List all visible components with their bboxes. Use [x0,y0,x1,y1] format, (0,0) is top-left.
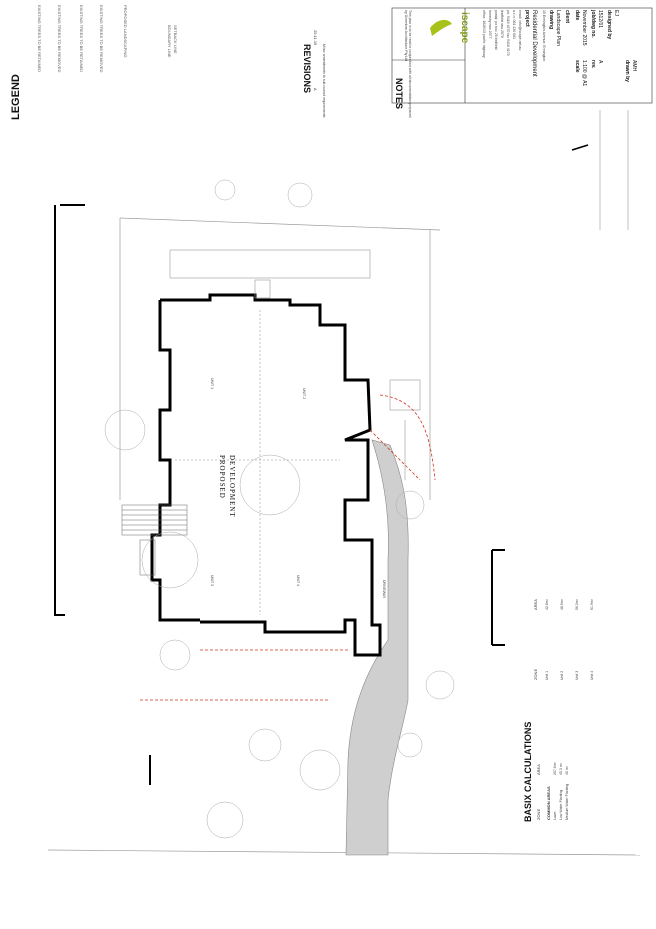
basix-area: 45.3 m² [559,763,563,775]
drawing-label: drawing [548,10,554,30]
job-value: 1512/01 [597,10,603,29]
basix-zone: Unit 1 [545,670,549,680]
site-boundary [47,217,641,856]
date-value: November 2015 [581,10,587,46]
scale-value: 1:100 @ A1 [581,60,587,87]
legend-title: LEGEND [10,74,22,120]
date-label: date [574,10,580,21]
office-line: ph: 9416 4270 fax 9416 4170 [506,10,510,56]
designed-value: EJ [613,10,619,16]
basix-title: BASIX CALCULATIONS [523,721,533,822]
office-line: office: 1626/13 pacific highway [482,10,486,58]
revision-letter: A [313,88,318,91]
basix-area: 61.9m² [590,599,594,610]
basix-area: 42.8m² [545,599,549,610]
paving-stairs [121,504,188,576]
legend-item: SETBACK LINE [173,25,178,54]
unit-label: UNIT 2 [302,388,306,400]
office-line: lindfield nsw 2070 [500,10,504,38]
legend-item: EXISTING TREES TO BE RETAINED [37,5,42,73]
driveway-label: DRIVEWAY [382,580,386,599]
iscape-logo-icon [430,19,452,36]
drawn-value: AMH [631,60,637,72]
basix-zone: Low Water Planting [559,789,563,820]
basix-zone: Lawn [553,811,557,820]
revision-date: 25.11.15 [313,30,318,46]
office-line: email: info@iscape.net.au [518,10,522,51]
legend-item: BOUNDARY LINE [167,25,172,58]
basix-common-title: COMMON AREAS [546,786,551,820]
client-label: client [564,10,570,24]
basix-col-area: AREA [533,599,538,610]
project-label: project [524,10,530,27]
basix-zone: Unit 3 [575,670,579,680]
notes-title: NOTES [394,78,404,110]
building-outline [150,293,382,657]
drawing-title: Landscape Plan [555,10,561,46]
building-label: PROPOSED [218,455,226,499]
legend-item: EXISTING TREES TO BE RETAINED [79,5,84,73]
notes-body: This plan is to be read in conjunction w… [404,10,412,118]
office-line: hornsby nsw 2077 [488,10,492,39]
basix-area: 56.2m² [575,599,579,610]
basix-col-zone: ZONE [536,808,541,820]
drawn-label: drawn by [624,60,630,82]
legend-item: EXISTING TREES TO BE REMOVED [57,5,62,73]
driveway [345,439,409,856]
basix-area: 40 m² [565,766,569,775]
firm-logo-text: iscape [459,12,470,44]
revisions-title: REVISIONS [302,44,312,94]
rev-label: rev. [590,60,596,69]
office-line: a.c.n. 061 220 001 [512,10,516,39]
basix-zone: Medium Water Planting [565,783,569,820]
project-name: Residential Development [531,10,537,77]
basix-col-zone: ZONE [533,668,538,680]
basix-zone: Unit 4 [590,670,594,680]
office-line: postal: po box 25 lindfield [494,10,498,50]
revision-description: Minor amendments to suit council require… [322,44,326,118]
rev-value: A [597,60,603,64]
project-address: 15 Ermington Avenue, Ermington [542,10,546,62]
unit-label: UNIT 3 [210,575,214,587]
legend-item: PROPOSED LANDSCAPING [123,5,128,58]
basix-zone: Unit 2 [560,670,564,680]
tree-canopies [104,179,455,839]
unit-label: UNIT 4 [296,575,300,587]
designed-label: designed by [606,10,612,40]
building-label: DEVELOPMENT [228,455,236,518]
job-label: job/dwg no. [590,10,596,38]
scale-label: scale [574,60,580,73]
basix-area: 48.5m² [560,599,564,610]
basix-area: 207.6m² [553,762,557,775]
legend-item: EXISTING TREES TO BE REMOVED [99,5,104,73]
basix-col-area: AREA [536,764,541,775]
unit-label: UNIT 1 [210,378,214,390]
